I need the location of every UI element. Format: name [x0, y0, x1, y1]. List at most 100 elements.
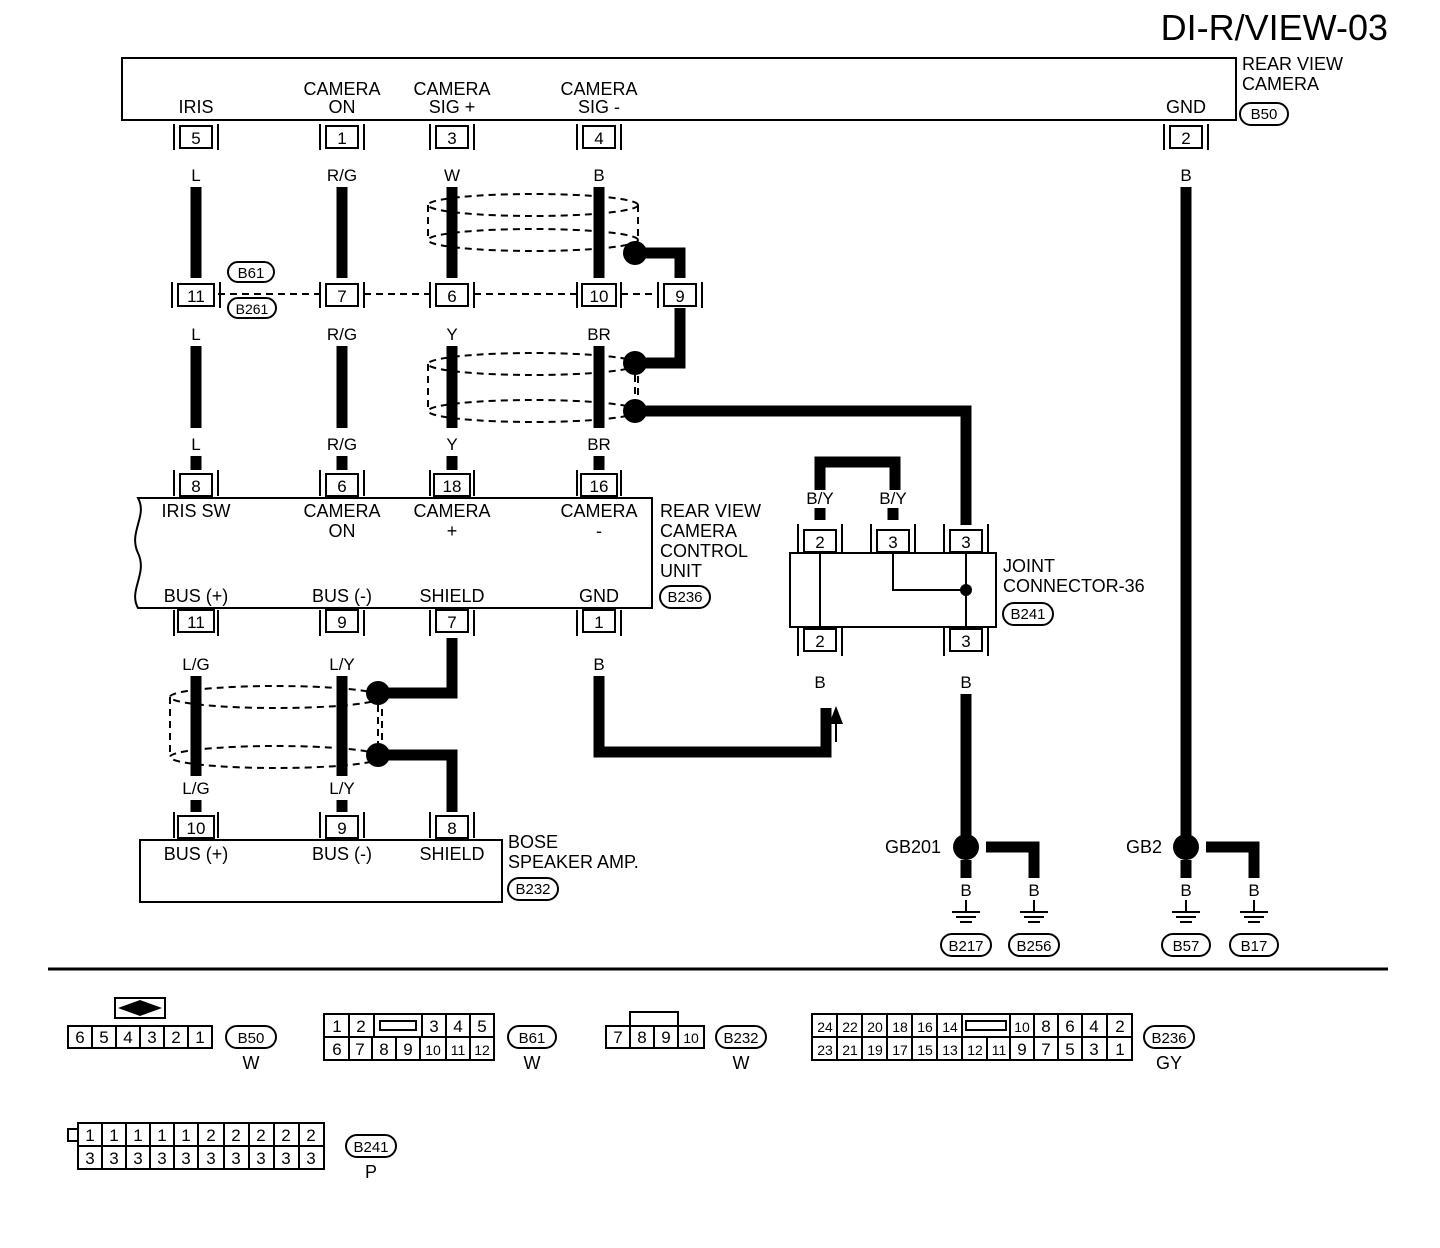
svg-text:4: 4 — [453, 1017, 462, 1036]
wires-middle — [190, 308, 686, 428]
svg-text:3: 3 — [256, 1149, 265, 1168]
terminal-label: SIG - — [578, 97, 620, 117]
svg-text:24: 24 — [817, 1019, 833, 1035]
svg-text:9: 9 — [337, 613, 346, 632]
wires-lower — [190, 638, 843, 812]
connector-face-b61: 1 2 3 4 5 6 7 8 9 10 11 12 B61 W — [323, 1013, 557, 1073]
svg-text:3: 3 — [1089, 1040, 1098, 1059]
svg-text:5: 5 — [477, 1017, 486, 1036]
ground-label: GB201 — [885, 837, 941, 857]
ground-gb2: GB2 B B B57 B17 — [1126, 834, 1279, 957]
wire-color: B — [593, 655, 604, 674]
wire-color: B — [1180, 881, 1191, 900]
svg-text:2: 2 — [1181, 129, 1190, 148]
terminal-label: SHIELD — [419, 586, 484, 606]
svg-text:B241: B241 — [1010, 606, 1045, 623]
svg-text:8: 8 — [379, 1040, 388, 1059]
svg-text:20: 20 — [867, 1019, 883, 1035]
svg-text:6: 6 — [75, 1028, 84, 1047]
svg-text:7: 7 — [355, 1040, 364, 1059]
wire-color: L/Y — [329, 655, 355, 674]
terminal-label: IRIS SW — [161, 501, 230, 521]
terminal-label: CAMERA — [303, 79, 380, 99]
svg-text:B232: B232 — [723, 1030, 758, 1047]
pin-terminal: 8 — [429, 812, 475, 839]
terminal-label: BUS (+) — [164, 586, 229, 606]
terminal-label: SHIELD — [419, 844, 484, 864]
svg-text:3: 3 — [231, 1149, 240, 1168]
rear-view-camera: REAR VIEW CAMERA B50 IRIS CAMERA ON CAME… — [121, 54, 1343, 126]
wire-color: B — [960, 673, 971, 692]
shield-upper — [427, 193, 686, 278]
unit-name: SPEAKER AMP. — [508, 852, 639, 872]
terminal-label: BUS (-) — [312, 586, 372, 606]
svg-text:16: 16 — [917, 1019, 933, 1035]
svg-text:1: 1 — [133, 1126, 142, 1145]
svg-text:B50: B50 — [1251, 106, 1278, 123]
terminal-label: BUS (-) — [312, 844, 372, 864]
svg-text:17: 17 — [892, 1042, 908, 1058]
camera-name: REAR VIEW — [1242, 54, 1343, 74]
wire-color: B — [593, 166, 604, 185]
terminal-label: CAMERA — [560, 79, 637, 99]
svg-text:2: 2 — [206, 1126, 215, 1145]
svg-text:11: 11 — [992, 1042, 1007, 1058]
svg-text:10: 10 — [425, 1042, 441, 1058]
terminal-label: CAMERA — [413, 79, 490, 99]
svg-text:3: 3 — [429, 1017, 438, 1036]
svg-text:11: 11 — [451, 1042, 466, 1058]
connector-ref-b50: B50 — [1239, 102, 1289, 126]
shield-middle — [427, 351, 972, 525]
wire-color: L — [191, 435, 200, 454]
pin-terminal: 4 — [576, 124, 622, 150]
svg-text:B232: B232 — [515, 881, 550, 898]
wire-color: BR — [587, 435, 611, 454]
connector-ref-b261: B261 — [227, 297, 277, 319]
pin-terminal: 3 — [870, 524, 916, 553]
pin-terminal: 6 — [429, 282, 475, 308]
wire-color: Y — [446, 325, 457, 344]
svg-text:6: 6 — [337, 477, 346, 496]
svg-text:B217: B217 — [948, 938, 983, 955]
svg-text:3: 3 — [306, 1149, 315, 1168]
terminal-label: GND — [579, 586, 619, 606]
svg-text:11: 11 — [187, 613, 205, 632]
svg-text:8: 8 — [191, 477, 200, 496]
pin-terminal: 10 — [576, 282, 622, 308]
pin-terminal: 1 — [576, 609, 622, 636]
unit-name: UNIT — [660, 561, 702, 581]
inline-connector: 11 7 6 10 9 B61 B261 — [171, 261, 703, 319]
svg-text:22: 22 — [842, 1019, 858, 1035]
svg-text:1: 1 — [85, 1126, 94, 1145]
wire-color: R/G — [327, 435, 357, 454]
unit-name: CAMERA — [660, 521, 737, 541]
svg-text:9: 9 — [661, 1028, 670, 1047]
pin-terminal: 3 — [943, 628, 989, 656]
pin-terminal: 2 — [1163, 124, 1209, 150]
svg-text:16: 16 — [590, 477, 609, 496]
wire-color: L — [191, 325, 200, 344]
terminal-label: ON — [329, 97, 356, 117]
wire-color: B — [1248, 881, 1259, 900]
pin-terminal: 11 — [173, 609, 219, 636]
svg-text:1: 1 — [181, 1126, 190, 1145]
joint-connector-36: B/Y B/Y 2 3 3 2 3 JOINT CONNECTOR-36 B24… — [789, 456, 1145, 835]
svg-text:6: 6 — [1065, 1017, 1074, 1036]
svg-text:B236: B236 — [667, 589, 702, 606]
terminal-label: - — [596, 521, 602, 541]
wire-color: L/G — [182, 655, 209, 674]
svg-text:2: 2 — [231, 1126, 240, 1145]
connector-ref-b232: B232 — [507, 877, 559, 901]
pin-terminal: 1 — [319, 124, 365, 150]
terminal-label: CAMERA — [413, 501, 490, 521]
svg-text:3: 3 — [133, 1149, 142, 1168]
wire-color: Y — [446, 435, 457, 454]
wire-color: B/Y — [806, 489, 833, 508]
svg-text:W: W — [733, 1053, 750, 1073]
svg-text:2: 2 — [171, 1028, 180, 1047]
svg-text:9: 9 — [337, 819, 346, 838]
ground-ref-b17: B17 — [1229, 933, 1279, 957]
svg-text:3: 3 — [961, 533, 970, 552]
camera-control-unit: 8 6 18 16 IRIS SW CAMERA ON CAMERA + CAM… — [134, 470, 761, 636]
